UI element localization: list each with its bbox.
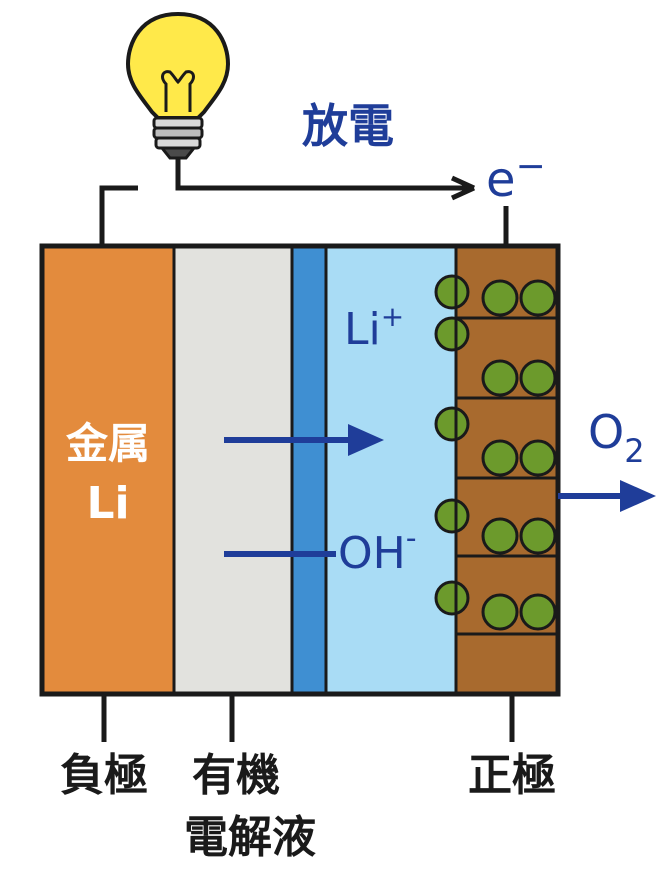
catalyst-particles — [434, 274, 557, 631]
anode-label-line2: Li — [86, 478, 129, 529]
hydroxide-label: OH- — [338, 521, 417, 579]
positive-electrode-label: 正極 — [468, 750, 556, 801]
wire-arrowhead — [450, 175, 476, 191]
anode-label-line1: 金属 — [65, 419, 150, 468]
electron-symbol: e — [486, 152, 516, 208]
organic-electrolyte — [174, 246, 292, 694]
electrolyte-label-line2: 電解液 — [184, 812, 316, 863]
oxygen-label: O2 — [588, 405, 645, 470]
wire-bulb — [175, 158, 472, 193]
metal-li-anode — [42, 246, 174, 694]
cell-dividers — [172, 246, 458, 694]
oxygen-subscript: 2 — [624, 432, 644, 470]
wire-arrowhead-b — [450, 185, 476, 201]
li-ion-arrow — [224, 424, 384, 456]
aqueous-electrolyte — [326, 246, 456, 694]
cell-frame — [39, 243, 561, 697]
label-leaders — [101, 694, 515, 742]
oxygen-symbol: O — [588, 405, 624, 459]
li-ion-charge: + — [381, 300, 404, 333]
hydroxide-symbol: OH — [338, 528, 406, 579]
cathode-layers — [456, 316, 558, 636]
negative-electrode-label: 負極 — [60, 750, 148, 801]
li-ion-symbol: Li — [344, 304, 381, 355]
light-bulb-icon — [125, 11, 231, 160]
electron-label: e− — [486, 146, 546, 208]
electron-charge: − — [516, 146, 546, 187]
hydroxide-charge: - — [406, 521, 417, 556]
oxygen-arrow — [558, 480, 656, 512]
wire-left — [99, 185, 138, 244]
li-ion-label: Li+ — [344, 300, 404, 355]
discharge-title: 放電 — [302, 99, 394, 153]
separator — [292, 246, 326, 694]
electrolyte-label-line1: 有機 — [192, 750, 280, 801]
